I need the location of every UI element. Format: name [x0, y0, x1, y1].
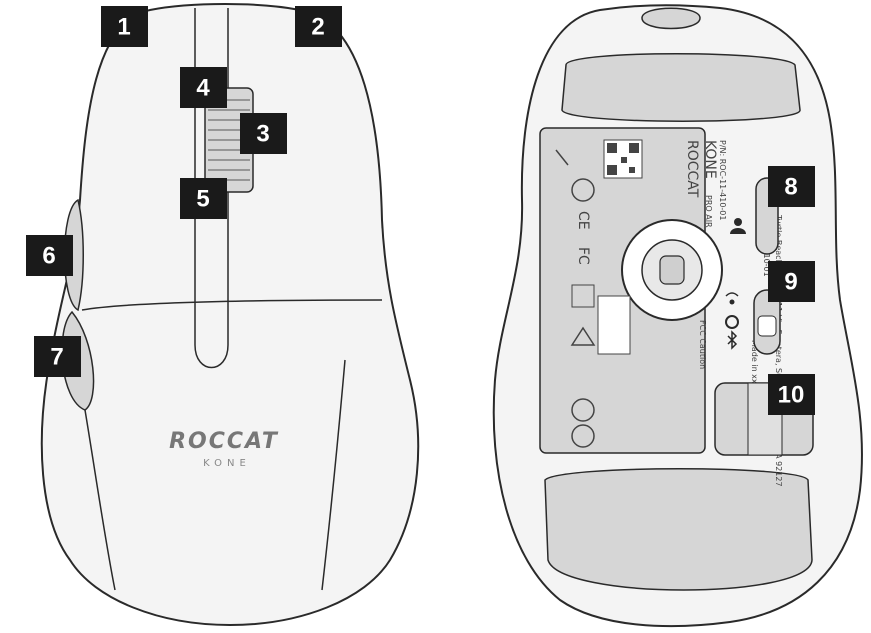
vcci-icon	[571, 284, 595, 308]
front-model-text: KONE	[203, 458, 251, 469]
bin-icon	[555, 149, 569, 166]
callout-5-text: 5	[196, 186, 209, 213]
callout-8-text: 8	[784, 174, 797, 201]
callout-7-text: 7	[50, 344, 63, 371]
callout-2: 2	[295, 6, 342, 47]
certification-icons: CE FC	[555, 149, 596, 448]
callout-4: 4	[180, 67, 227, 108]
callout-10-text: 10	[778, 382, 805, 409]
mouse-bottom-view: ROCCAT KONE PRO AIR P/N: ROC-11-410-01 R…	[492, 4, 863, 628]
bluetooth-icon	[727, 330, 738, 350]
ce-mark: CE	[575, 211, 591, 230]
callout-3-text: 3	[256, 121, 269, 148]
callout-2-text: 2	[311, 14, 324, 41]
wireless-icon	[725, 292, 739, 305]
sensor-lens	[659, 255, 685, 285]
callout-4-text: 4	[196, 75, 210, 102]
part-number-text: P/N: ROC-11-410-01	[718, 140, 727, 220]
front-brand-text: ROCCAT	[169, 429, 279, 454]
bottom-brand-text: ROCCAT	[684, 140, 700, 198]
center-channel	[194, 305, 229, 369]
callout-3: 3	[240, 113, 287, 154]
bottom-wheel-tip	[641, 7, 701, 30]
mode-switch-slider	[757, 315, 777, 337]
address-text: Turtle Beach, Inc. 11011 Via Frontera, S…	[774, 214, 783, 487]
bottom-model-suffix: PRO AIR	[704, 195, 713, 228]
rcm-icon	[570, 326, 596, 346]
callout-1: 1	[101, 6, 148, 47]
callout-9-text: 9	[784, 269, 797, 296]
callout-5: 5	[180, 178, 227, 219]
callout-6: 6	[26, 235, 73, 276]
serial-box	[597, 295, 631, 355]
ukca-icon	[571, 398, 595, 422]
profile-icon	[730, 218, 746, 234]
mouse-top-view: ROCCAT KONE	[40, 3, 420, 627]
glide-pad-top	[561, 53, 801, 122]
callout-10: 10	[768, 374, 815, 415]
palm-seam	[81, 299, 383, 311]
right-contour	[321, 359, 346, 591]
left-contour	[84, 409, 116, 591]
bottom-model-text: KONE	[702, 140, 718, 179]
recycle-icon	[571, 178, 595, 202]
callout-1-text: 1	[117, 14, 130, 41]
glide-pad-bottom	[544, 468, 813, 591]
callout-8: 8	[768, 166, 815, 207]
made-in-text: Made in xxx	[750, 340, 759, 389]
side-button-forward	[63, 198, 84, 312]
callout-7: 7	[34, 336, 81, 377]
off-icon	[725, 315, 739, 329]
qr-code	[603, 139, 643, 179]
callout-9: 9	[768, 261, 815, 302]
weee-icon	[571, 424, 595, 448]
callout-6-text: 6	[42, 243, 55, 270]
fc-mark: FC	[575, 247, 591, 265]
fcc-title: FCC Caution	[698, 320, 707, 369]
